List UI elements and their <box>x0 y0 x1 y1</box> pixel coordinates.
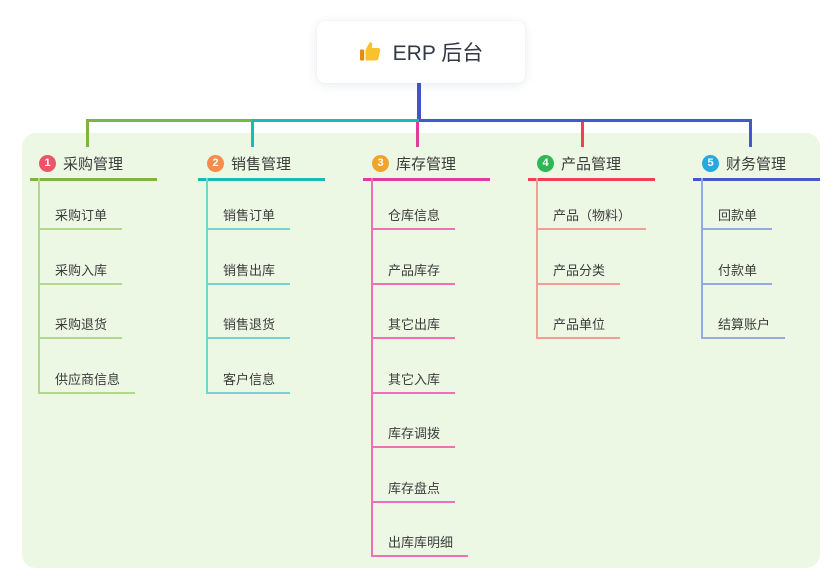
child-node[interactable]: 销售订单 <box>206 202 291 230</box>
branch-connector-line <box>749 122 752 147</box>
child-node-label: 库存盘点 <box>388 481 441 496</box>
branch-node[interactable]: 3 库存管理 <box>363 149 490 181</box>
child-node-label: 付款单 <box>718 263 758 278</box>
branch-node-label: 财务管理 <box>726 156 787 173</box>
child-node-label: 客户信息 <box>223 372 276 387</box>
branch-node[interactable]: 1 采购管理 <box>30 149 157 181</box>
child-node[interactable]: 其它入库 <box>371 366 456 394</box>
child-node[interactable]: 产品（物料） <box>536 202 647 230</box>
child-node-label: 销售出库 <box>223 263 276 278</box>
branch-number-badge: 2 <box>207 155 224 172</box>
branch-number-badge: 5 <box>702 155 719 172</box>
children-connector-line <box>536 178 538 339</box>
branch-number-badge: 4 <box>537 155 554 172</box>
branch-connector-line <box>86 122 89 147</box>
trunk-segment-right <box>419 119 752 122</box>
child-node-label: 仓库信息 <box>388 208 441 223</box>
child-node[interactable]: 结算账户 <box>701 311 786 339</box>
child-node[interactable]: 销售出库 <box>206 257 291 285</box>
thumbs-up-icon <box>359 40 383 64</box>
child-node[interactable]: 销售退货 <box>206 311 291 339</box>
children-connector-line <box>206 178 208 394</box>
branch-connector-line <box>416 122 419 147</box>
child-node[interactable]: 其它出库 <box>371 311 456 339</box>
child-node[interactable]: 产品单位 <box>536 311 621 339</box>
child-node[interactable]: 回款单 <box>701 202 773 230</box>
child-node[interactable]: 采购订单 <box>38 202 123 230</box>
child-node-label: 采购入库 <box>55 263 108 278</box>
branch-node-label: 产品管理 <box>561 156 622 173</box>
branch-node-label: 销售管理 <box>231 156 292 173</box>
child-node-label: 采购退货 <box>55 317 108 332</box>
child-node-label: 库存调拨 <box>388 426 441 441</box>
child-node-label: 产品（物料） <box>553 208 632 223</box>
branch-node-label: 采购管理 <box>63 156 124 173</box>
root-node[interactable]: ERP 后台 <box>317 21 525 83</box>
children-connector-line <box>371 178 373 557</box>
branch-connector-line <box>251 122 254 147</box>
child-node[interactable]: 付款单 <box>701 257 773 285</box>
child-node-label: 销售退货 <box>223 317 276 332</box>
child-node[interactable]: 采购入库 <box>38 257 123 285</box>
child-node-label: 产品单位 <box>553 317 606 332</box>
child-node-label: 出库库明细 <box>388 535 454 550</box>
child-node[interactable]: 出库库明细 <box>371 529 469 557</box>
child-node-label: 产品库存 <box>388 263 441 278</box>
child-node-label: 结算账户 <box>718 317 771 332</box>
child-node-label: 回款单 <box>718 208 758 223</box>
branch-connector-line <box>581 122 584 147</box>
children-connector-line <box>701 178 703 339</box>
child-node-label: 采购订单 <box>55 208 108 223</box>
trunk-segment-mid <box>251 119 419 122</box>
child-node[interactable]: 供应商信息 <box>38 366 136 394</box>
child-node[interactable]: 库存盘点 <box>371 475 456 503</box>
branch-node[interactable]: 5 财务管理 <box>693 149 820 181</box>
branch-number-badge: 3 <box>372 155 389 172</box>
child-node[interactable]: 仓库信息 <box>371 202 456 230</box>
child-node[interactable]: 库存调拨 <box>371 420 456 448</box>
children-connector-line <box>38 178 40 394</box>
root-node-label: ERP 后台 <box>392 42 484 65</box>
child-node-label: 销售订单 <box>223 208 276 223</box>
trunk-segment-left <box>86 119 253 122</box>
branch-number-badge: 1 <box>39 155 56 172</box>
child-node[interactable]: 客户信息 <box>206 366 291 394</box>
child-node-label: 其它出库 <box>388 317 441 332</box>
branches-panel <box>22 133 820 568</box>
branch-node[interactable]: 4 产品管理 <box>528 149 655 181</box>
branch-node[interactable]: 2 销售管理 <box>198 149 325 181</box>
child-node-label: 产品分类 <box>553 263 606 278</box>
child-node-label: 供应商信息 <box>55 372 121 387</box>
child-node-label: 其它入库 <box>388 372 441 387</box>
child-node[interactable]: 产品库存 <box>371 257 456 285</box>
child-node[interactable]: 产品分类 <box>536 257 621 285</box>
root-connector-line <box>417 83 421 119</box>
branch-node-label: 库存管理 <box>396 156 457 173</box>
child-node[interactable]: 采购退货 <box>38 311 123 339</box>
